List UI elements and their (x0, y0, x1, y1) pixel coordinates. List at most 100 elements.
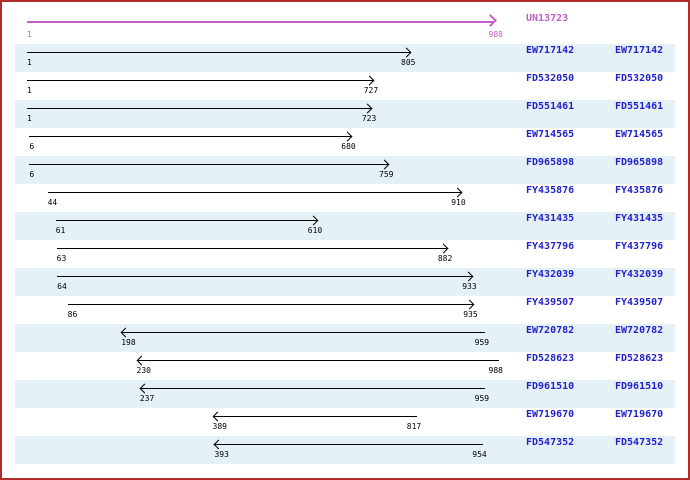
alignment-start-coordinate: 86 (67, 310, 78, 319)
alignment-end-coordinate: 959 (474, 394, 490, 403)
alignment-start-coordinate: 6 (29, 170, 35, 179)
accession-label-primary[interactable]: EW720782 (526, 325, 575, 336)
accession-label-primary[interactable]: EW717142 (526, 45, 575, 56)
alignment-row: 6 759 FD965898 FD965898 (15, 156, 675, 184)
alignment-arrow-shaft (57, 276, 473, 277)
alignment-row: 6 680 EW714565 EW714565 (15, 128, 675, 156)
accession-label-secondary[interactable]: FY439507 (615, 297, 664, 308)
alignment-row: 393 954 FD547352 FD547352 (15, 436, 675, 464)
alignment-row: 198 959 EW720782 EW720782 (15, 324, 675, 352)
accession-label-secondary[interactable]: EW720782 (615, 325, 664, 336)
alignment-arrow-head-icon (463, 271, 474, 282)
alignment-start-coordinate: 237 (139, 394, 155, 403)
accession-label-secondary[interactable]: FY435876 (615, 185, 664, 196)
alignment-end-coordinate: 723 (361, 114, 377, 123)
accession-label-secondary[interactable]: FD547352 (615, 437, 664, 448)
alignment-arrow-head-icon (402, 47, 412, 58)
accession-label-secondary[interactable]: FD551461 (615, 101, 664, 112)
reference-end-coordinate: 988 (488, 30, 503, 39)
alignment-end-coordinate: 954 (472, 450, 487, 459)
alignment-start-coordinate: 230 (136, 366, 151, 375)
alignment-end-coordinate: 933 (462, 282, 477, 291)
alignment-start-coordinate: 63 (56, 254, 67, 263)
alignment-arrow-shaft (136, 360, 499, 361)
alignment-arrow-shaft (27, 108, 373, 109)
accession-label-primary[interactable]: EW719670 (526, 409, 575, 420)
accession-label-primary[interactable]: EW714565 (526, 129, 575, 140)
alignment-row: 237 959 FD961510 FD961510 (15, 380, 675, 408)
reference-arrow-head-icon (484, 14, 497, 27)
alignment-start-coordinate: 64 (57, 282, 67, 291)
accession-label-primary[interactable]: FD528623 (526, 353, 575, 364)
alignment-row: 389 817 EW719670 EW719670 (15, 408, 675, 436)
accession-label-secondary[interactable]: FY437796 (615, 241, 664, 252)
accession-label-primary[interactable]: FD961510 (526, 381, 575, 392)
alignment-arrow-shaft (214, 444, 483, 445)
alignment-start-coordinate: 1 (27, 114, 32, 123)
alignment-end-coordinate: 805 (401, 58, 416, 67)
accession-label-secondary[interactable]: FD528623 (615, 353, 664, 364)
accession-label-secondary[interactable]: FD961510 (615, 381, 664, 392)
accession-label-primary[interactable]: FY437796 (526, 241, 575, 252)
alignment-arrow-shaft (139, 388, 486, 389)
accession-label-secondary[interactable]: EW717142 (615, 45, 664, 56)
alignment-rows: 1 805 EW717142 EW717142 1 727 FD532050 F… (15, 44, 675, 464)
alignment-row: 63 882 FY437796 FY437796 (15, 240, 675, 268)
accession-label-secondary[interactable]: EW714565 (615, 129, 664, 140)
alignment-arrow-shaft (67, 304, 474, 305)
alignment-arrow-shaft (121, 332, 486, 333)
alignment-arrow-head-icon (214, 439, 224, 450)
alignment-arrow-shaft (27, 80, 375, 81)
alignment-arrow-shaft (47, 192, 462, 193)
accession-label-secondary[interactable]: FD965898 (615, 157, 664, 168)
alignment-arrow-head-icon (342, 131, 353, 142)
alignment-end-coordinate: 988 (488, 366, 503, 375)
alignment-row: 1 723 FD551461 FD551461 (15, 100, 675, 128)
accession-label-primary[interactable]: FY435876 (526, 185, 575, 196)
alignment-end-coordinate: 759 (379, 170, 394, 179)
alignment-arrow-head-icon (380, 159, 390, 170)
alignment-arrow-shaft (27, 52, 412, 53)
alignment-start-coordinate: 198 (121, 338, 136, 347)
accession-label-primary[interactable]: FY439507 (526, 297, 575, 308)
alignment-arrow-shaft (212, 416, 418, 417)
reference-label: UN13723 (526, 13, 569, 24)
alignment-row: 61 610 FY431435 FY431435 (15, 212, 675, 240)
accession-label-secondary[interactable]: FD532050 (615, 73, 664, 84)
accession-label-primary[interactable]: FD532050 (526, 73, 575, 84)
accession-label-primary[interactable]: FY432039 (526, 269, 575, 280)
alignment-end-coordinate: 910 (451, 198, 466, 207)
accession-label-primary[interactable]: FD551461 (526, 101, 575, 112)
accession-label-secondary[interactable]: EW719670 (615, 409, 664, 420)
reference-start-coordinate: 1 (27, 30, 32, 39)
alignment-arrow-head-icon (308, 215, 319, 226)
alignment-start-coordinate: 61 (55, 226, 66, 235)
alignment-end-coordinate: 727 (363, 86, 379, 95)
alignment-end-coordinate: 935 (463, 310, 478, 319)
alignment-row: 230 988 FD528623 FD528623 (15, 352, 675, 380)
alignment-start-coordinate: 393 (214, 450, 229, 459)
alignment-arrow-head-icon (364, 75, 375, 86)
accession-label-secondary[interactable]: FY431435 (615, 213, 664, 224)
accession-label-primary[interactable]: FD965898 (526, 157, 575, 168)
alignment-start-coordinate: 6 (29, 142, 35, 151)
reference-row: 1 988 UN13723 (15, 10, 675, 44)
alignment-row: 1 727 FD532050 FD532050 (15, 72, 675, 100)
alignment-start-coordinate: 1 (27, 86, 32, 95)
accession-label-secondary[interactable]: FY432039 (615, 269, 664, 280)
accession-label-primary[interactable]: FD547352 (526, 437, 575, 448)
alignment-end-coordinate: 959 (474, 338, 490, 347)
alignment-arrow-head-icon (212, 411, 222, 422)
alignment-end-coordinate: 817 (406, 422, 422, 431)
alignment-row: 44 910 FY435876 FY435876 (15, 184, 675, 212)
alignment-start-coordinate: 1 (27, 58, 32, 67)
accession-label-primary[interactable]: FY431435 (526, 213, 575, 224)
alignment-end-coordinate: 680 (341, 142, 356, 151)
alignment-row: 1 805 EW717142 EW717142 (15, 44, 675, 72)
alignment-arrow-head-icon (362, 103, 373, 114)
alignment-arrow-head-icon (438, 243, 449, 254)
alignment-start-coordinate: 389 (212, 422, 227, 431)
alignment-start-coordinate: 44 (47, 198, 58, 207)
alignment-arrow-head-icon (452, 187, 463, 198)
